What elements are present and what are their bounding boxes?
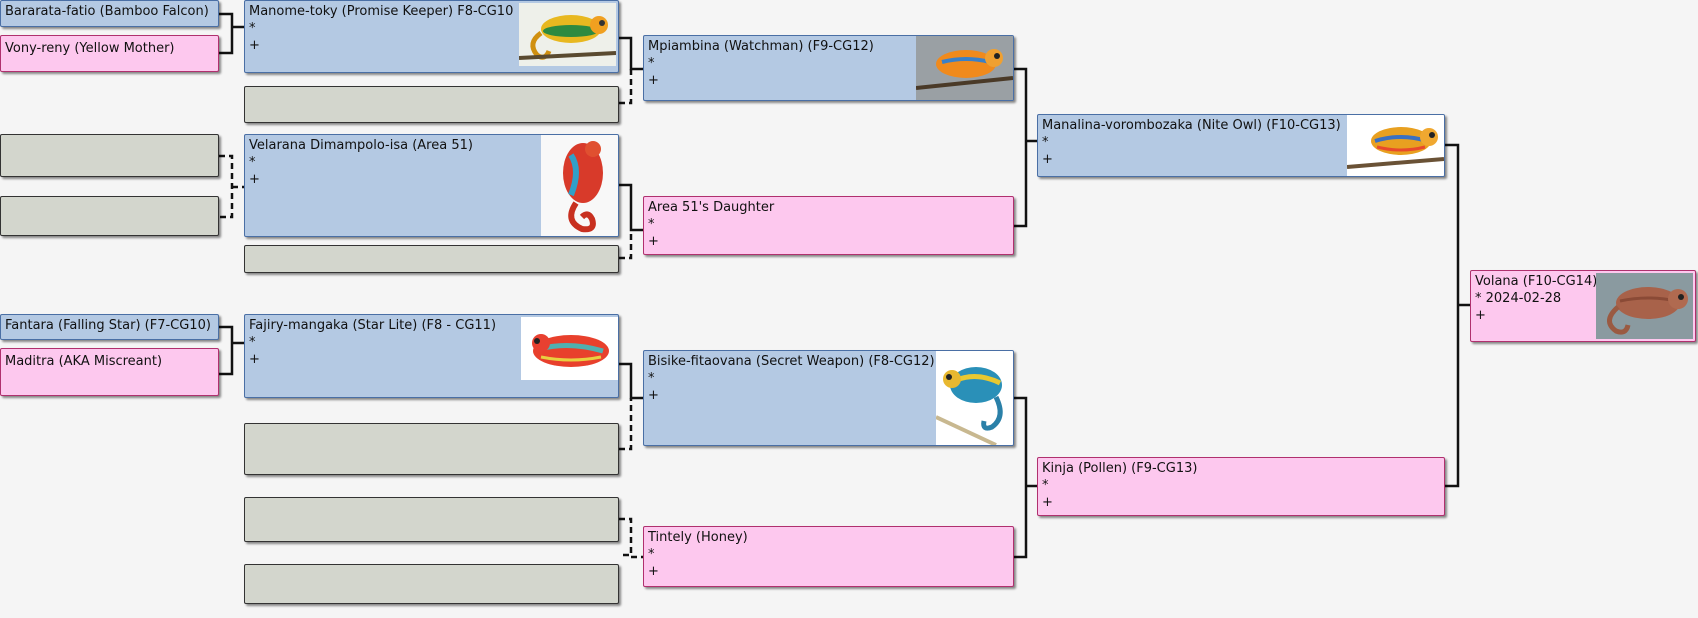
chameleon-photo — [521, 317, 618, 380]
node-name: Tintely (Honey) — [648, 530, 748, 545]
node-name: Mpiambina (Watchman) (F9-CG12) — [648, 39, 874, 54]
pedigree-node-maditra[interactable]: Maditra (AKA Miscreant) — [0, 348, 219, 396]
pedigree-node-empty[interactable] — [244, 245, 619, 273]
pedigree-node-empty[interactable] — [0, 134, 219, 177]
pedigree-node-empty[interactable] — [244, 423, 619, 475]
node-birth: * — [648, 547, 655, 562]
node-name: Area 51's Daughter — [648, 200, 775, 215]
node-name: Volana (F10-CG14) — [1475, 274, 1598, 289]
node-death: + — [249, 38, 260, 53]
pedigree-node-kinja[interactable]: Kinja (Pollen) (F9-CG13) * + — [1037, 457, 1445, 516]
node-death: + — [648, 564, 659, 579]
pedigree-node-empty[interactable] — [244, 497, 619, 542]
pedigree-node-manalina[interactable]: Manalina-vorombozaka (Nite Owl) (F10-CG1… — [1037, 114, 1445, 177]
chameleon-photo — [1596, 273, 1693, 339]
node-death: + — [1042, 495, 1053, 510]
node-death: + — [648, 234, 659, 249]
chameleon-photo — [916, 36, 1013, 100]
node-birth: * — [648, 56, 655, 71]
node-name: Manome-toky (Promise Keeper) F8-CG10 — [249, 4, 514, 19]
pedigree-node-bisike[interactable]: Bisike-fitaovana (Secret Weapon) (F8-CG1… — [643, 350, 1014, 446]
node-birth: * — [1042, 478, 1049, 493]
node-name: Fantara (Falling Star) (F7-CG10) — [5, 318, 211, 333]
node-name: Velarana Dimampolo-isa (Area 51) — [249, 138, 473, 153]
node-death: + — [249, 352, 260, 367]
pedigree-node-velarana[interactable]: Velarana Dimampolo-isa (Area 51) * + — [244, 134, 619, 237]
node-name: Manalina-vorombozaka (Nite Owl) (F10-CG1… — [1042, 118, 1341, 133]
node-name: Fajiry-mangaka (Star Lite) (F8 - CG11) — [249, 318, 497, 333]
node-birth: * — [249, 21, 256, 36]
node-birth: * — [648, 371, 655, 386]
pedigree-node-mpiambina[interactable]: Mpiambina (Watchman) (F9-CG12) * + — [643, 35, 1014, 101]
pedigree-node-empty[interactable] — [244, 86, 619, 123]
node-name: Bisike-fitaovana (Secret Weapon) (F8-CG1… — [648, 354, 935, 369]
chameleon-photo — [1347, 115, 1444, 176]
node-birth: * 2024-02-28 — [1475, 291, 1562, 306]
chameleon-photo — [541, 135, 618, 236]
node-birth: * — [249, 335, 256, 350]
node-birth: * — [249, 155, 256, 170]
pedigree-node-fajiry[interactable]: Fajiry-mangaka (Star Lite) (F8 - CG11) *… — [244, 314, 619, 398]
node-name: Vony-reny (Yellow Mother) — [5, 41, 175, 56]
chameleon-photo — [519, 3, 616, 66]
node-death: + — [249, 172, 260, 187]
chameleon-photo — [936, 351, 1013, 445]
pedigree-node-vonyreny[interactable]: Vony-reny (Yellow Mother) — [0, 35, 219, 72]
node-death: + — [1042, 152, 1053, 167]
node-name: Kinja (Pollen) (F9-CG13) — [1042, 461, 1198, 476]
pedigree-node-volana[interactable]: Volana (F10-CG14) * 2024-02-28 + — [1470, 270, 1696, 342]
node-death: + — [1475, 308, 1486, 323]
pedigree-node-empty[interactable] — [0, 196, 219, 236]
node-birth: * — [1042, 135, 1049, 150]
pedigree-node-manome[interactable]: Manome-toky (Promise Keeper) F8-CG10 * + — [244, 0, 619, 73]
node-name: Bararata-fatio (Bamboo Falcon) — [5, 4, 209, 19]
node-birth: * — [648, 217, 655, 232]
pedigree-node-fantara[interactable]: Fantara (Falling Star) (F7-CG10) — [0, 314, 219, 340]
node-death: + — [648, 73, 659, 88]
pedigree-node-empty[interactable] — [244, 564, 619, 604]
pedigree-node-area51d[interactable]: Area 51's Daughter * + — [643, 196, 1014, 255]
pedigree-node-tintely[interactable]: Tintely (Honey) * + — [643, 526, 1014, 587]
node-name: Maditra (AKA Miscreant) — [5, 354, 163, 369]
pedigree-node-bararata[interactable]: Bararata-fatio (Bamboo Falcon) — [0, 0, 219, 27]
node-death: + — [648, 388, 659, 403]
